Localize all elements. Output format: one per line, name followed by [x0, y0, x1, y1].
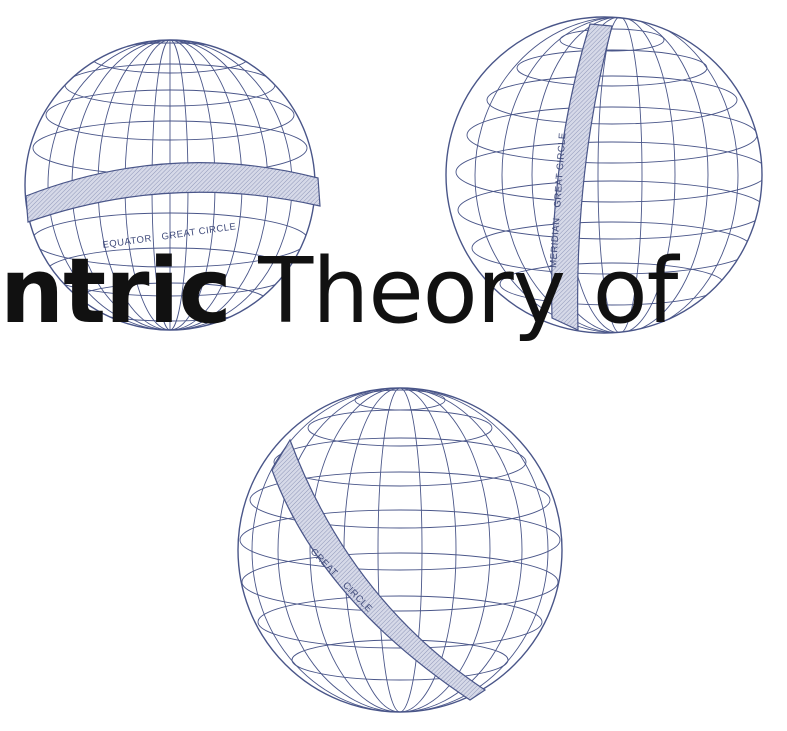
globe-equator — [24, 39, 321, 331]
slide-title-rest: Theory of — [230, 239, 678, 344]
globe-oblique — [237, 387, 563, 713]
meridian-label: MERIDIANGREAT CIRCLE — [548, 132, 568, 268]
globe-meridian — [445, 16, 763, 334]
slide-title-bold: ntric — [0, 239, 232, 344]
slide-title: ntric Theory of — [0, 232, 678, 352]
